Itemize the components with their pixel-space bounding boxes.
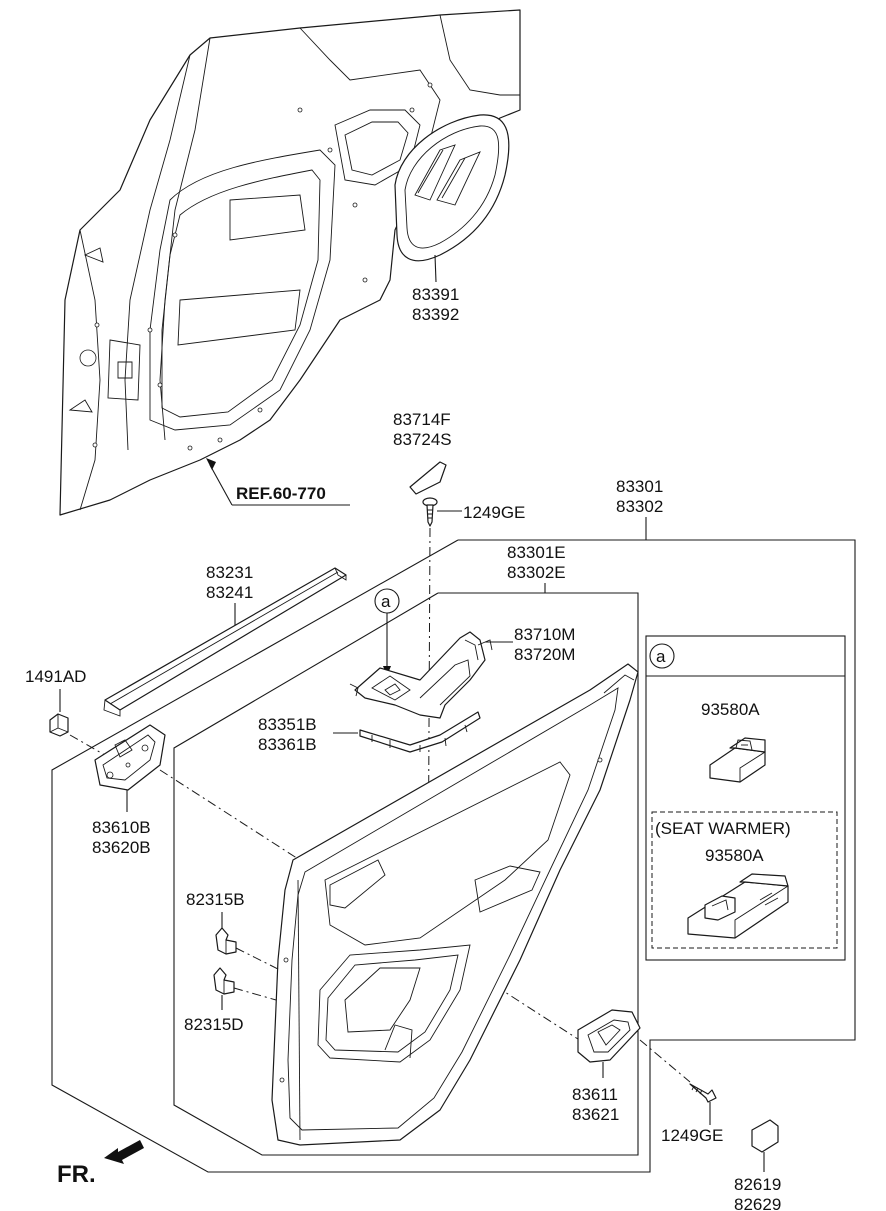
label-93580a-standard: 93580A — [701, 700, 760, 719]
screw-1249ge-bottom — [689, 1083, 717, 1103]
label-83392: 83392 — [412, 305, 459, 324]
label-83351b: 83351B — [258, 715, 317, 734]
label-82315b: 82315B — [186, 890, 245, 909]
ref-arrow — [206, 458, 350, 506]
label-82629: 82629 — [734, 1195, 781, 1211]
label-82619: 82619 — [734, 1175, 781, 1194]
window-switch-seat-warmer-93580a — [687, 873, 789, 939]
label-83620b: 83620B — [92, 838, 151, 857]
label-83361b: 83361B — [258, 735, 317, 754]
label-83621: 83621 — [572, 1105, 619, 1124]
label-83714f: 83714F — [393, 410, 451, 429]
label-83301: 83301 — [616, 477, 663, 496]
trim-strip-83351b — [359, 711, 481, 753]
front-label: FR. — [57, 1161, 96, 1188]
label-83302: 83302 — [616, 497, 663, 516]
callout-letter: a — [381, 592, 391, 611]
ref-label: REF.60-770 — [236, 484, 326, 503]
label-83391: 83391 — [412, 285, 459, 304]
label-83611: 83611 — [572, 1085, 618, 1104]
screw-1249ge-top — [422, 497, 438, 527]
handle-cover-83611 — [577, 1009, 641, 1063]
label-83710m: 83710M — [514, 625, 575, 644]
cap-82619 — [751, 1119, 779, 1153]
weatherstrip-83231 — [103, 567, 347, 717]
inside-handle-bracket-83610b — [94, 724, 166, 791]
label-93580a-warmer: 93580A — [705, 846, 764, 865]
label-83301e: 83301E — [507, 543, 566, 562]
label-83302e: 83302E — [507, 563, 566, 582]
leader-83391 — [434, 254, 437, 283]
label-1249ge-top: 1249GE — [463, 503, 525, 522]
clip-82315b — [215, 927, 237, 955]
label-83610b: 83610B — [92, 818, 151, 837]
label-83720m: 83720M — [514, 645, 575, 664]
label-83724s: 83724S — [393, 430, 452, 449]
label-83241: 83241 — [206, 583, 253, 602]
armrest-trim-83710m — [349, 631, 493, 719]
door-trim-panel — [271, 663, 639, 1146]
window-switch-93580a — [709, 737, 766, 783]
panel-letter: a — [656, 647, 666, 666]
access-cover-83391 — [394, 114, 510, 262]
front-arrow-icon — [104, 1140, 144, 1164]
clip-82315d — [213, 967, 235, 995]
label-82315d: 82315D — [184, 1015, 244, 1034]
frame-83301e — [173, 592, 639, 1156]
clip-1491ad — [49, 713, 69, 737]
cover-piece-83714f — [409, 461, 447, 495]
label-seat-warmer: (SEAT WARMER) — [655, 819, 791, 838]
label-1491ad: 1491AD — [25, 667, 86, 686]
frame-83301 — [51, 539, 856, 1173]
label-1249ge-bottom: 1249GE — [661, 1126, 723, 1145]
label-83231: 83231 — [206, 563, 253, 582]
